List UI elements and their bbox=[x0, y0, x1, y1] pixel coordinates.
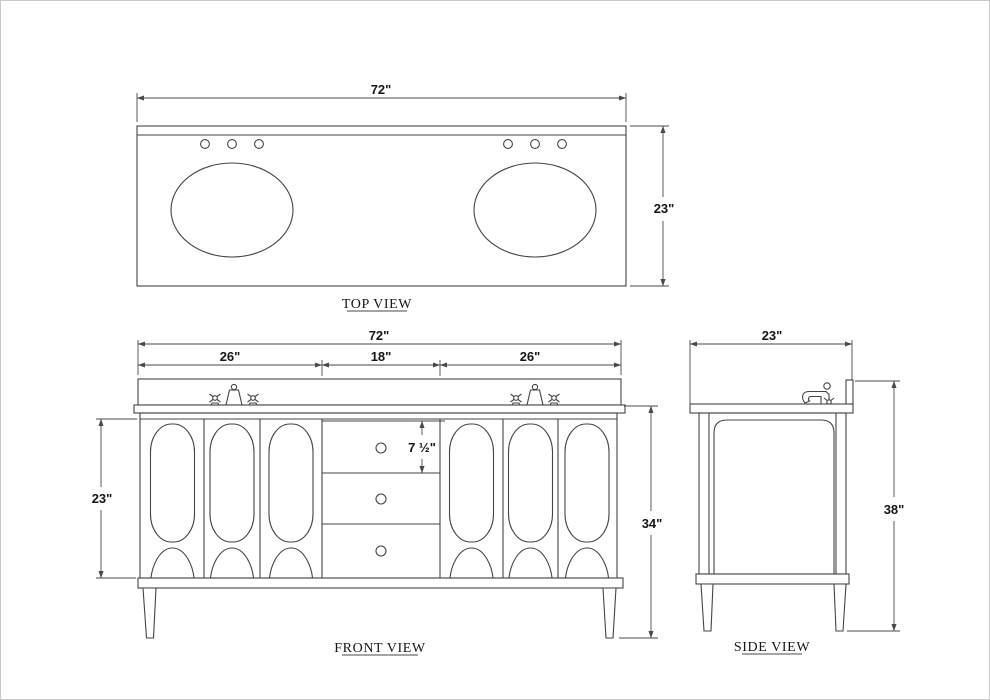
dimension-text: 26" bbox=[220, 349, 241, 364]
door-panel-oval bbox=[209, 423, 255, 543]
faucet-spout-knob bbox=[230, 383, 238, 391]
side-countertop bbox=[689, 403, 854, 414]
top-depth-dimension: 23" bbox=[630, 125, 675, 287]
drawer-knob bbox=[375, 493, 387, 505]
handle-hub bbox=[212, 395, 218, 401]
front-view-label: FRONT VIEW bbox=[334, 641, 426, 656]
dimension-text: 72" bbox=[369, 328, 390, 343]
front-right-leg bbox=[602, 587, 617, 639]
door-panel-oval bbox=[268, 423, 314, 543]
side-panel-outline bbox=[713, 419, 835, 574]
side-backsplash bbox=[845, 379, 854, 405]
dimension-text: 26" bbox=[520, 349, 541, 364]
drawer-knob bbox=[375, 545, 387, 557]
faucet-hole bbox=[227, 139, 237, 149]
door-panel-arch bbox=[268, 547, 314, 578]
dimension-text: 7 ½" bbox=[408, 440, 436, 455]
door-panel-arch bbox=[209, 547, 255, 578]
front-width-dimension: 72" bbox=[137, 328, 622, 375]
faucet-hole bbox=[557, 139, 567, 149]
dimension-text: 18" bbox=[371, 349, 392, 364]
door-panel-oval bbox=[507, 423, 554, 543]
faucet-hole bbox=[503, 139, 513, 149]
faucet-hole bbox=[530, 139, 540, 149]
door-panel-oval bbox=[564, 423, 610, 543]
dimension-text: 23" bbox=[92, 491, 113, 506]
top-width-dimension: 72" bbox=[136, 82, 627, 122]
door-decorations bbox=[149, 423, 610, 578]
faucet-spout bbox=[526, 389, 544, 406]
side-bottom-rail bbox=[695, 573, 850, 585]
dimension-text: 38" bbox=[884, 502, 905, 517]
left-faucet-holes bbox=[200, 139, 264, 149]
dimension-text: 34" bbox=[642, 516, 663, 531]
drawer-knob bbox=[375, 442, 387, 454]
side-view-label: SIDE VIEW bbox=[734, 640, 810, 655]
side-view: 23" 38" SIDE VIEW bbox=[689, 328, 905, 655]
cabinet-height-dimension: 23" bbox=[92, 418, 137, 579]
side-cabinet-body bbox=[698, 412, 847, 575]
dimension-text: 72" bbox=[371, 82, 392, 97]
front-left-leg bbox=[142, 587, 157, 639]
front-total-height-dimension: 34" bbox=[619, 405, 663, 639]
front-section-dimensions: 26" 18" 26" bbox=[137, 349, 622, 376]
faucet-knob bbox=[823, 382, 831, 390]
faucet-spout bbox=[801, 390, 830, 405]
dimension-text: 23" bbox=[654, 201, 675, 216]
handle-hub bbox=[513, 395, 519, 401]
door-panel-arch bbox=[508, 547, 553, 578]
countertop-outline bbox=[136, 125, 627, 287]
side-depth-dimension: 23" bbox=[689, 328, 853, 404]
bottom-rail bbox=[137, 577, 624, 589]
faucet-hole bbox=[254, 139, 264, 149]
right-sink-basin bbox=[473, 162, 597, 258]
faucet-hole bbox=[200, 139, 210, 149]
top-view: 72" 23" TOP VIEW bbox=[136, 82, 675, 312]
door-panel-oval bbox=[149, 423, 196, 543]
handle-hub bbox=[250, 395, 256, 401]
side-total-height-dimension: 38" bbox=[847, 380, 905, 632]
dimension-text: 23" bbox=[762, 328, 783, 343]
countertop-slab bbox=[133, 404, 626, 414]
door-panel-oval bbox=[448, 423, 495, 543]
door-panel-arch bbox=[449, 547, 494, 578]
faucet-spout bbox=[225, 389, 243, 406]
drawer-height-dimension: 7 ½" bbox=[408, 420, 445, 474]
front-view: 72" 26" 18" 26" 7 ½" 23" bbox=[92, 328, 663, 656]
top-view-label: TOP VIEW bbox=[342, 297, 412, 312]
left-sink-basin bbox=[170, 162, 294, 258]
side-back-leg bbox=[833, 583, 847, 632]
right-faucet-holes bbox=[503, 139, 567, 149]
door-panel-arch bbox=[150, 547, 195, 578]
handle-hub bbox=[551, 395, 557, 401]
side-front-leg bbox=[700, 583, 714, 632]
door-panel-arch bbox=[564, 547, 610, 578]
faucet-spout-knob bbox=[531, 383, 539, 391]
side-faucet bbox=[801, 382, 835, 407]
